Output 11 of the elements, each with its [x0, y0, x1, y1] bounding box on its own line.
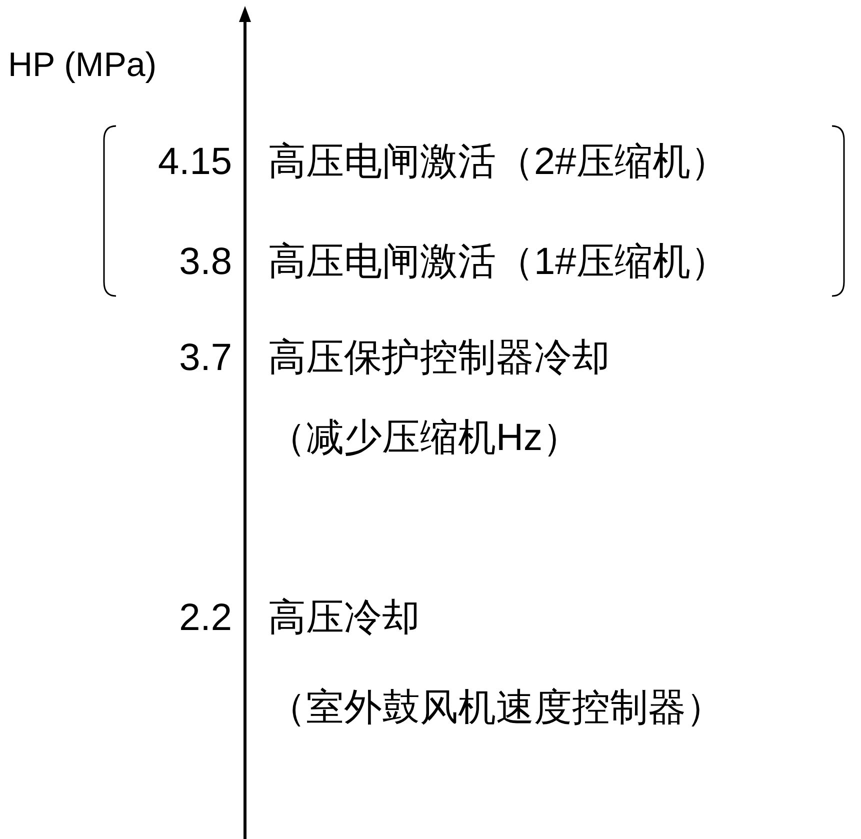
- threshold-note: （室外鼓风机速度控制器）: [268, 689, 724, 727]
- threshold-label: 高压电闸激活（1#压缩机）: [268, 243, 728, 281]
- tick-value: 2.2: [179, 599, 232, 637]
- tick-value: 3.8: [179, 243, 232, 281]
- axis-title: HP (MPa): [8, 48, 157, 82]
- tick-value: 4.15: [158, 143, 232, 181]
- threshold-label: 高压冷却: [268, 599, 420, 637]
- threshold-label: 高压电闸激活（2#压缩机）: [268, 143, 728, 181]
- tick-value: 3.7: [179, 339, 232, 377]
- threshold-label: 高压保护控制器冷却: [268, 339, 610, 377]
- threshold-note: （减少压缩机Hz）: [268, 419, 580, 457]
